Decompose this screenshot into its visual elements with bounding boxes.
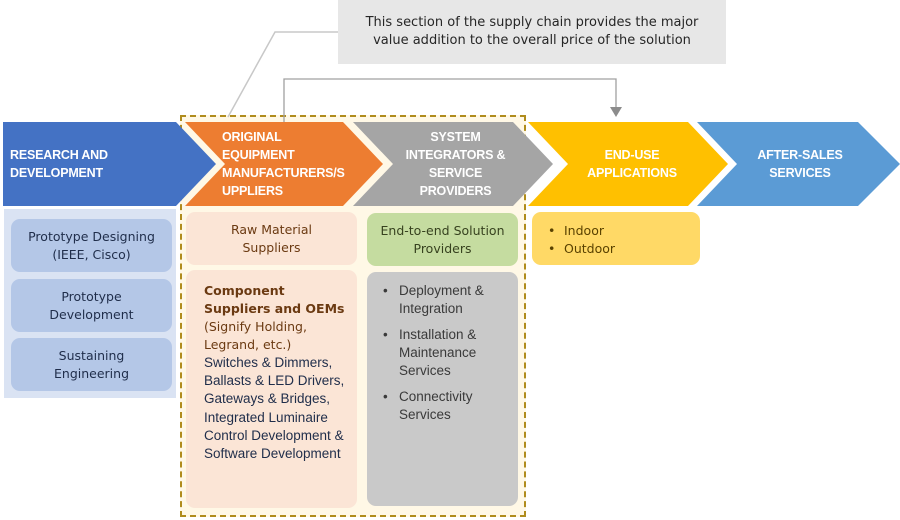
research-item-text: Sustaining Engineering [54, 347, 129, 381]
bracket-arrow-head [610, 107, 622, 117]
chevron-research [3, 122, 216, 206]
chevron-after-sales [697, 122, 900, 206]
si-solution-providers-text: End-to-end Solution Providers [380, 222, 505, 256]
stage-label-after-sales: AFTER-SALES SERVICES [757, 148, 843, 180]
chevron-end-use [528, 122, 728, 206]
end-use-item: Indoor [546, 222, 690, 240]
oem-component-title: Component Suppliers and OEMs [204, 283, 345, 316]
end-use-applications-list: Indoor Outdoor [546, 222, 690, 258]
si-solution-providers-box: End-to-end Solution Providers [367, 213, 518, 266]
bracket-line [283, 78, 617, 122]
stage-label-oem: ORIGINAL EQUIPMENT MANUFACTURERS/S UPPLI… [222, 130, 345, 198]
si-services-box: Deployment & Integration Installation & … [367, 272, 518, 506]
research-item-text: Prototype Development [49, 288, 134, 322]
research-item-prototype-designing: Prototype Designing (IEEE, Cisco) [11, 219, 172, 272]
stage-label-end-use: END-USE APPLICATIONS [587, 148, 677, 180]
value-addition-callout: This section of the supply chain provide… [338, 0, 726, 64]
oem-component-examples: (Signify Holding, Legrand, etc.) [204, 319, 307, 352]
callout-leader-line [227, 31, 338, 118]
si-service-item: Deployment & Integration [381, 282, 510, 318]
oem-component-detail: Switches & Dimmers, Ballasts & LED Drive… [204, 355, 345, 462]
research-item-prototype-development: Prototype Development [11, 279, 172, 332]
si-services-list: Deployment & Integration Installation & … [381, 282, 510, 424]
oem-raw-material-box: Raw Material Suppliers [186, 212, 357, 265]
end-use-applications-box: Indoor Outdoor [532, 212, 700, 265]
stage-label-system-integrators: SYSTEM INTEGRATORS & SERVICE PROVIDERS [405, 130, 506, 198]
callout-text: This section of the supply chain provide… [365, 15, 699, 48]
si-service-item: Installation & Maintenance Services [381, 326, 510, 380]
end-use-item: Outdoor [546, 240, 690, 258]
oem-raw-material-text: Raw Material Suppliers [230, 221, 313, 255]
chevron-oem [185, 122, 383, 206]
oem-component-suppliers-box: Component Suppliers and OEMs (Signify Ho… [186, 270, 357, 508]
si-service-item: Connectivity Services [381, 388, 510, 424]
chevron-system-integrators [353, 122, 553, 206]
research-item-sustaining-engineering: Sustaining Engineering [11, 338, 172, 391]
research-item-text: Prototype Designing (IEEE, Cisco) [28, 228, 155, 262]
stage-label-research: RESEARCH AND DEVELOPMENT [10, 148, 108, 180]
